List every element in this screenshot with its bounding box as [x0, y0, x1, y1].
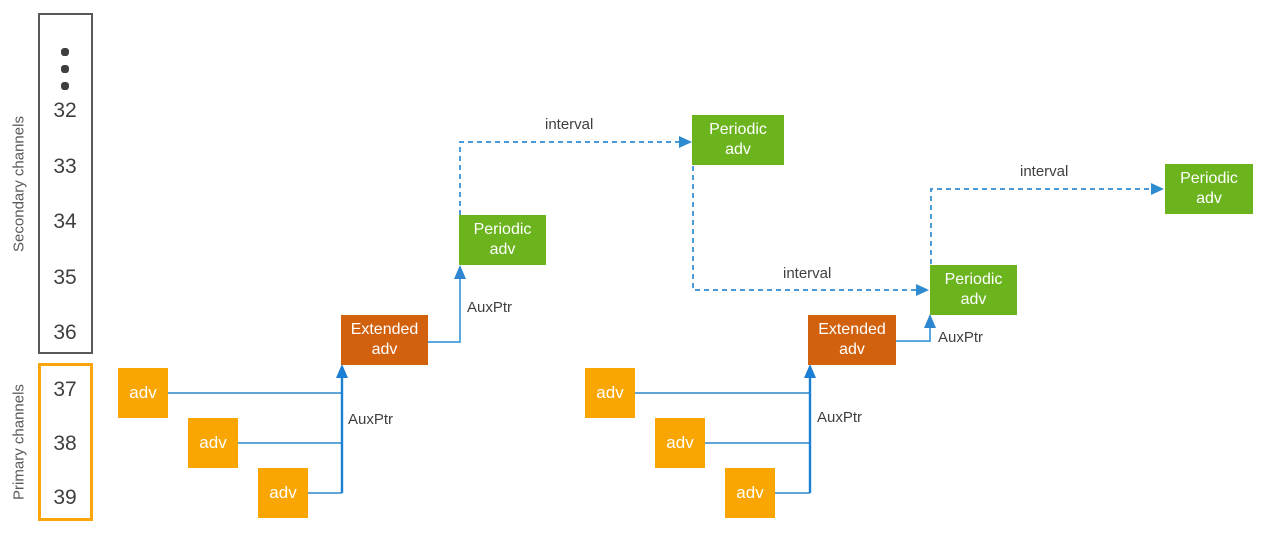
extended-adv-box: Extended adv	[808, 315, 896, 365]
primary-channels-label: Primary channels	[10, 384, 28, 500]
periodic-adv-box: Periodic adv	[459, 215, 546, 265]
periodic-adv-box: Periodic adv	[930, 265, 1017, 315]
channel-number-32: 32	[53, 99, 77, 122]
vertical-ellipsis-icon	[61, 65, 69, 73]
channel-number-36: 36	[53, 321, 77, 344]
adv-box: adv	[188, 418, 238, 468]
periodic-adv-box: Periodic adv	[1165, 164, 1253, 214]
auxptr-label: AuxPtr	[938, 329, 984, 346]
channel-number-33: 33	[53, 155, 77, 178]
secondary-channels-label: Secondary channels	[10, 116, 28, 252]
primary-channels-box	[38, 363, 93, 521]
vertical-ellipsis-icon	[61, 82, 69, 90]
periodic-adv-box: Periodic adv	[692, 115, 784, 165]
interval-arrow-3	[930, 183, 1164, 264]
interval-label: interval	[1020, 163, 1069, 180]
interval-arrow-1	[459, 136, 692, 215]
auxptr-label: AuxPtr	[817, 409, 863, 426]
auxptr-elbow-arrow-1	[428, 265, 466, 343]
interval-label: interval	[545, 116, 594, 133]
adv-box: adv	[725, 468, 775, 518]
auxptr-label: AuxPtr	[467, 299, 513, 316]
adv-box: adv	[118, 368, 168, 418]
extended-adv-box: Extended adv	[341, 315, 428, 365]
interval-arrow-2	[692, 166, 929, 296]
auxptr-harness-arrow-1	[168, 364, 348, 494]
auxptr-harness-arrow-2	[635, 364, 816, 494]
interval-label: interval	[783, 265, 832, 282]
auxptr-elbow-arrow-2	[896, 314, 936, 342]
channel-number-34: 34	[53, 210, 77, 233]
adv-box: adv	[585, 368, 635, 418]
channel-number-39: 39	[53, 486, 77, 509]
channel-number-35: 35	[53, 266, 77, 289]
auxptr-label: AuxPtr	[348, 411, 394, 428]
adv-box: adv	[655, 418, 705, 468]
channel-number-38: 38	[53, 432, 77, 455]
channel-number-37: 37	[53, 378, 77, 401]
vertical-ellipsis-icon	[61, 48, 69, 56]
adv-box: adv	[258, 468, 308, 518]
